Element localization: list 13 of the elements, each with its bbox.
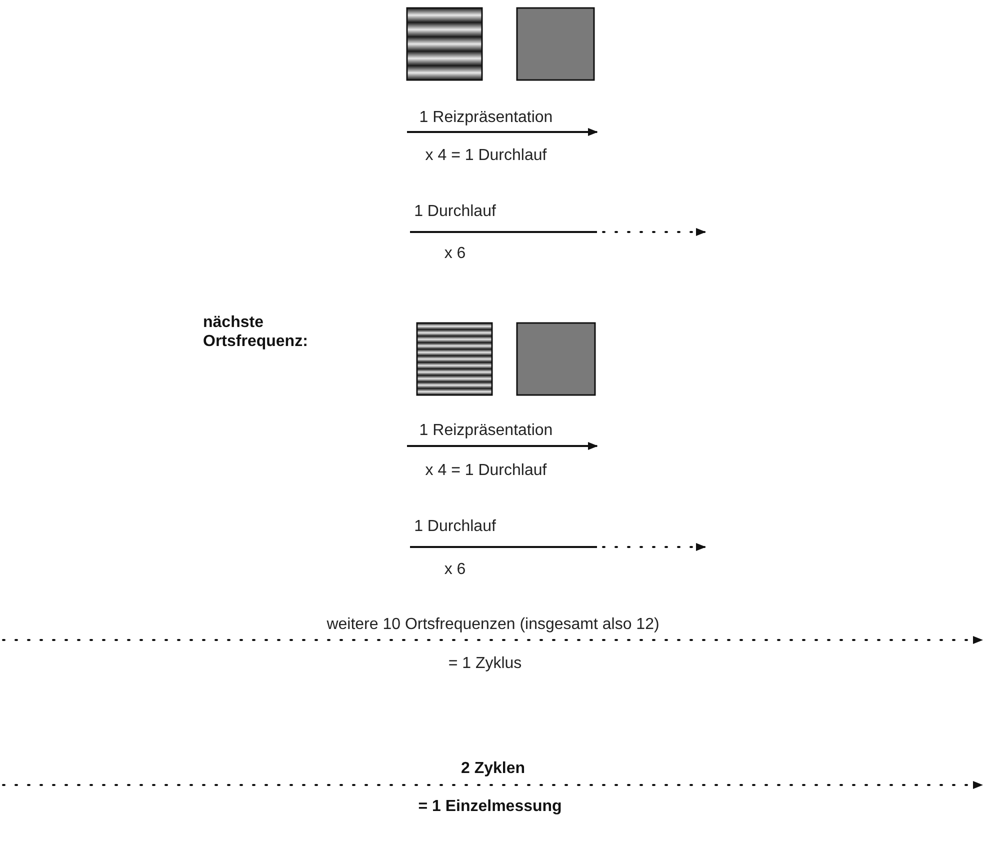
repeat-label: x 6 (444, 560, 466, 579)
presentation-label: 1 Reizpräsentation (419, 421, 553, 440)
repeat-label: x 6 (444, 244, 466, 263)
cycles-label: 2 Zyklen (460, 759, 526, 778)
repeat-label: x 4 = 1 Durchlauf (425, 461, 547, 480)
heading-text: nächste Ortsfrequenz: (203, 313, 309, 351)
cycle-label: = 1 Zyklus (448, 654, 522, 673)
repeat-label: x 4 = 1 Durchlauf (425, 146, 547, 165)
presentation-label: 1 Reizpräsentation (419, 108, 553, 127)
run-label: 1 Durchlauf (414, 202, 496, 221)
frequencies-label: weitere 10 Ortsfrequenzen (insgesamt also 12) (326, 615, 660, 634)
measurement-label: = 1 Einzelmessung (418, 797, 562, 816)
run-label: 1 Durchlauf (414, 517, 496, 536)
